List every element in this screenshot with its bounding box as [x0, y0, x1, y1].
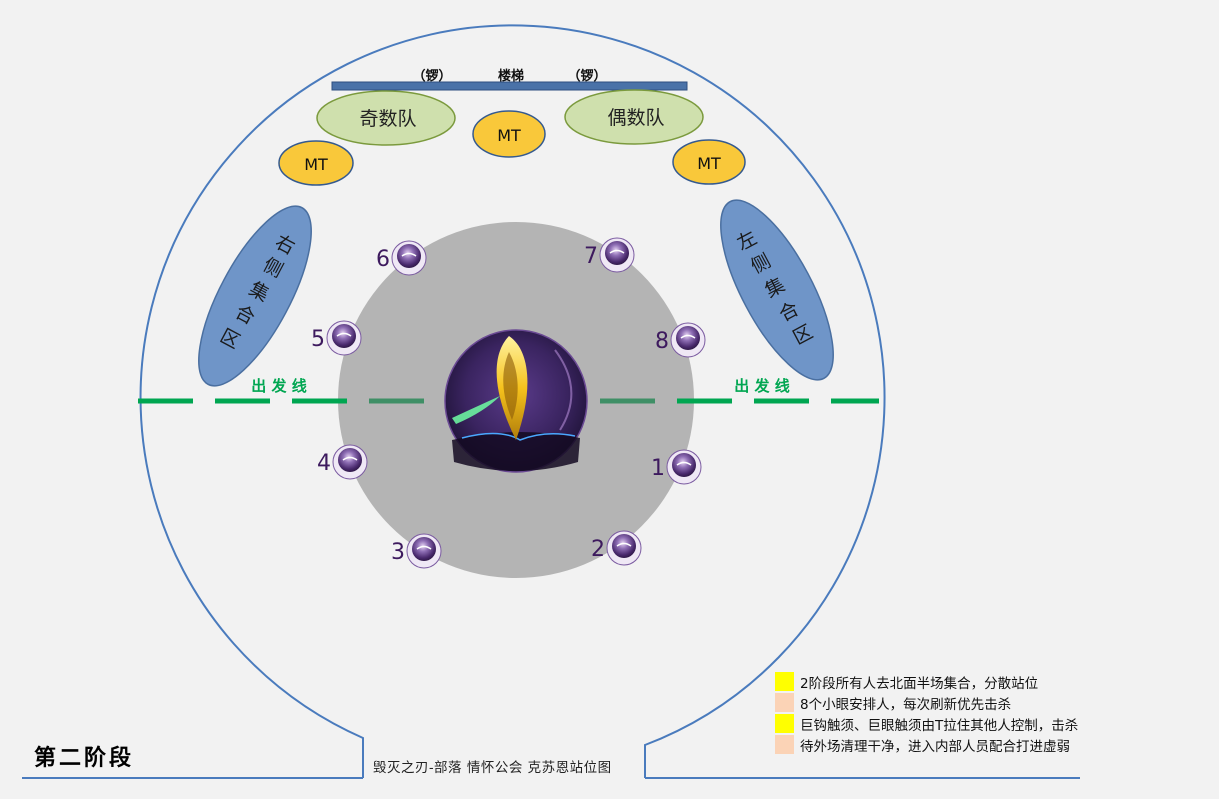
eye-number-5: 5 — [311, 327, 325, 352]
odd-group-zone — [316, 90, 456, 146]
legend-text: 巨钩触须、巨眼触须由T拉住其他人控制，击杀 — [800, 717, 1079, 734]
legend-text: 8个小眼安排人，每次刷新优先击杀 — [800, 696, 1012, 713]
arena-outline — [139, 24, 886, 778]
small-eye-6: 6 — [376, 240, 427, 276]
legend-item: 巨钩触须、巨眼触须由T拉住其他人控制，击杀 — [775, 713, 1078, 734]
left-side-gather-zone — [198, 205, 312, 387]
stairs-left-note: （锣） — [412, 68, 451, 84]
legend-swatch — [775, 714, 794, 733]
tank-marker-left — [278, 140, 354, 186]
odd-group-label: 奇数队 — [359, 108, 416, 130]
legend: 2阶段所有人去北面半场集合，分散站位 8个小眼安排人，每次刷新优先击杀 巨钩触须… — [775, 671, 1078, 755]
legend-swatch — [775, 693, 794, 712]
small-eye-3: 3 — [391, 533, 442, 569]
right-side-gather-zone — [720, 199, 834, 381]
stairs-label: 楼梯 — [498, 68, 524, 84]
small-eye-5: 5 — [311, 320, 362, 356]
legend-swatch — [775, 735, 794, 754]
legend-swatch — [775, 672, 794, 691]
legend-item: 8个小眼安排人，每次刷新优先击杀 — [775, 692, 1078, 713]
small-eye-1: 1 — [651, 449, 702, 485]
phase-title: 第二阶段 — [34, 745, 135, 771]
cthun-eye-icon — [444, 329, 588, 473]
tank-marker-center — [472, 110, 546, 158]
eye-number-6: 6 — [376, 247, 390, 272]
eye-number-8: 8 — [655, 329, 669, 354]
start-line-label-left: 出 发 线 — [251, 377, 306, 395]
stairs-right-note: （锣） — [567, 68, 606, 84]
eye-number-2: 2 — [591, 537, 605, 562]
tank-label-left: MT — [304, 155, 328, 174]
eye-number-3: 3 — [391, 540, 405, 565]
eye-number-4: 4 — [317, 451, 331, 476]
tank-label-center: MT — [497, 126, 521, 145]
eye-number-7: 7 — [584, 244, 598, 269]
start-line-label-right: 出 发 线 — [734, 377, 789, 395]
tank-label-right: MT — [697, 154, 721, 173]
legend-item: 待外场清理干净，进入内部人员配合打进虚弱 — [775, 734, 1078, 755]
tank-marker-right — [672, 139, 746, 185]
even-group-zone — [564, 89, 704, 145]
small-eye-8: 8 — [655, 322, 706, 358]
eye-number-1: 1 — [651, 456, 665, 481]
small-eye-7: 7 — [584, 237, 635, 273]
small-eye-2: 2 — [591, 530, 642, 566]
even-group-label: 偶数队 — [607, 107, 664, 129]
footer-caption: 毁灭之刃-部落 情怀公会 克苏恩站位图 — [373, 760, 612, 776]
legend-item: 2阶段所有人去北面半场集合，分散站位 — [775, 671, 1078, 692]
legend-text: 2阶段所有人去北面半场集合，分散站位 — [800, 675, 1039, 692]
small-eye-4: 4 — [317, 444, 368, 480]
stairs-bar — [331, 81, 688, 91]
legend-text: 待外场清理干净，进入内部人员配合打进虚弱 — [800, 738, 1070, 755]
